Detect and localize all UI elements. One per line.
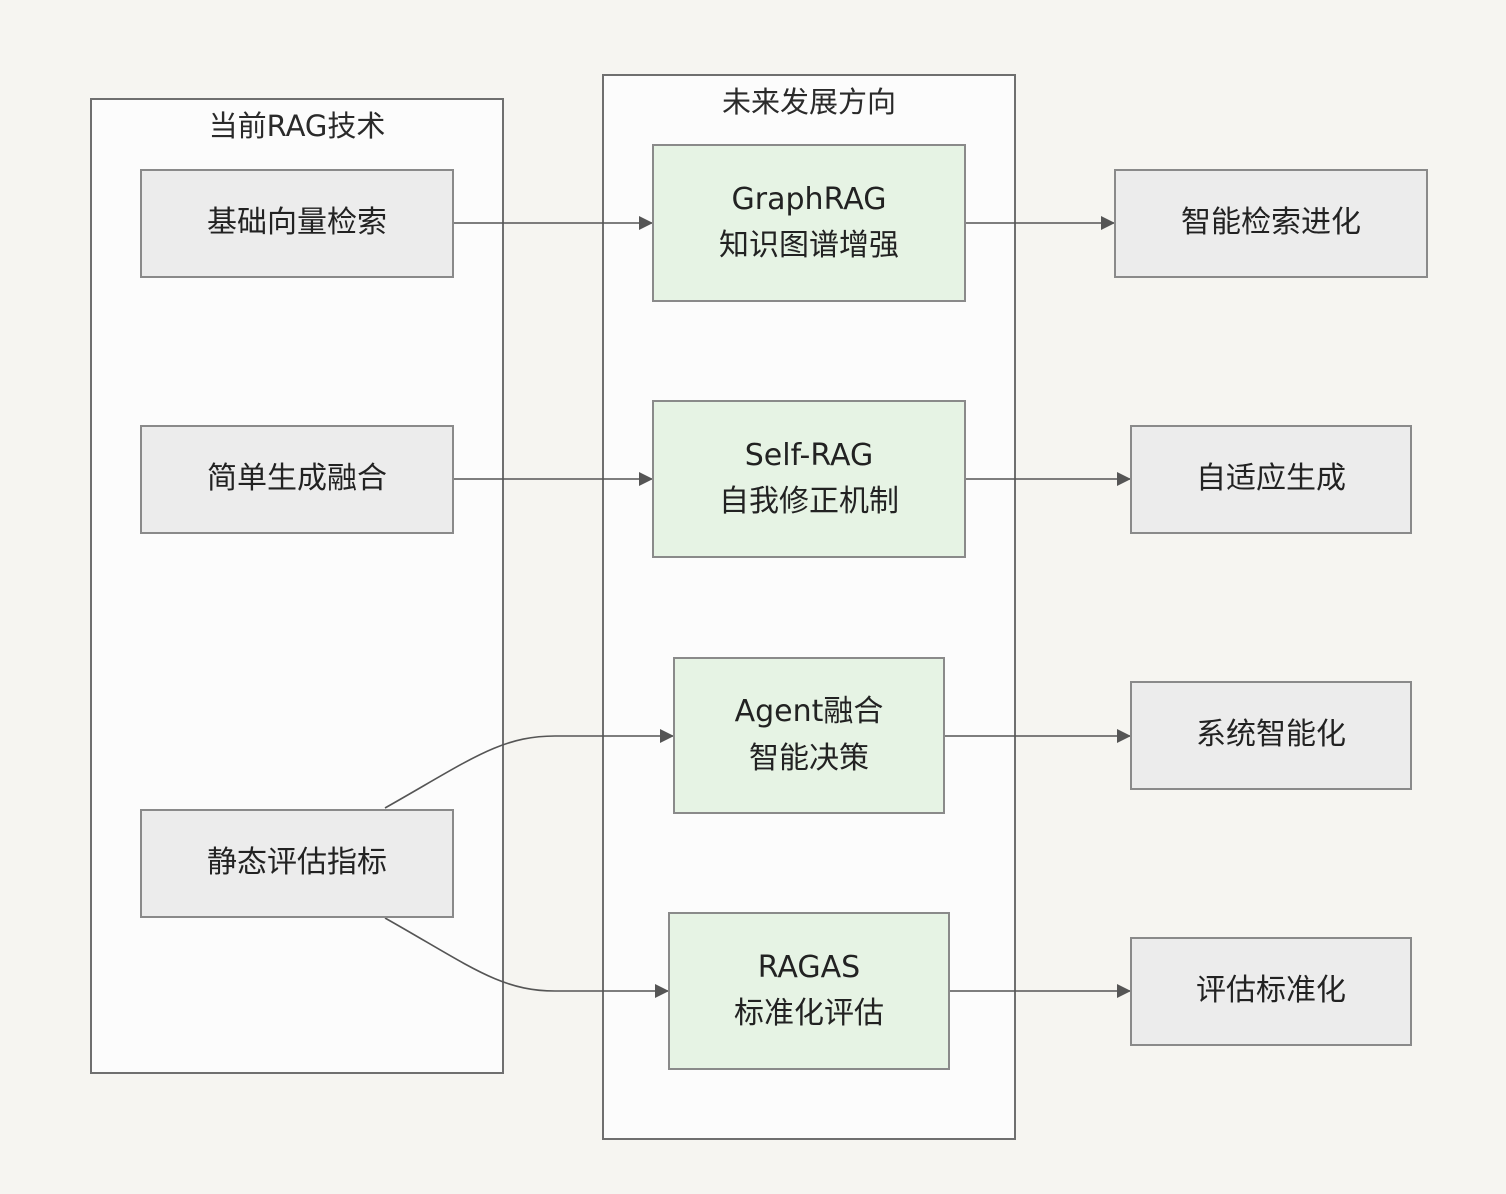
node-ragas-title: RAGAS [757, 949, 861, 985]
node-system-intelligence: 系统智能化 [1130, 681, 1412, 790]
node-smart-retrieval-evolution-label: 智能检索进化 [1181, 205, 1361, 241]
node-basic-vector-search: 基础向量检索 [140, 169, 454, 278]
node-adaptive-generation-label: 自适应生成 [1196, 461, 1346, 497]
node-smart-retrieval-evolution: 智能检索进化 [1114, 169, 1428, 278]
node-simple-gen-fusion: 简单生成融合 [140, 425, 454, 534]
node-eval-standardization: 评估标准化 [1130, 937, 1412, 1046]
node-simple-gen-fusion-label: 简单生成融合 [207, 461, 387, 497]
group-future-directions-title: 未来发展方向 [721, 85, 896, 119]
node-basic-vector-search-label: 基础向量检索 [207, 205, 387, 241]
node-static-eval-metrics-label: 静态评估指标 [207, 845, 387, 881]
edge-static-to-agent [384, 729, 674, 809]
group-current-rag-title: 当前RAG技术 [208, 109, 386, 143]
node-agent-fusion-title: Agent融合 [734, 694, 884, 729]
node-static-eval-metrics: 静态评估指标 [140, 809, 454, 918]
node-agent-fusion-subtitle: 智能决策 [749, 740, 869, 776]
node-graphrag-subtitle: 知识图谱增强 [719, 228, 899, 263]
node-self-rag-subtitle: 自我修正机制 [719, 484, 899, 519]
node-eval-standardization-label: 评估标准化 [1196, 973, 1346, 1009]
node-graphrag: GraphRAG 知识图谱增强 [652, 144, 966, 302]
node-self-rag-title: Self-RAG [744, 437, 874, 473]
edge-static-to-ragas [384, 917, 669, 998]
node-system-intelligence-label: 系统智能化 [1196, 717, 1346, 753]
node-graphrag-title: GraphRAG [731, 181, 887, 217]
node-ragas: RAGAS 标准化评估 [668, 912, 950, 1070]
node-adaptive-generation: 自适应生成 [1130, 425, 1412, 534]
node-agent-fusion: Agent融合 智能决策 [673, 657, 945, 814]
node-self-rag: Self-RAG 自我修正机制 [652, 400, 966, 558]
node-ragas-subtitle: 标准化评估 [734, 996, 884, 1031]
